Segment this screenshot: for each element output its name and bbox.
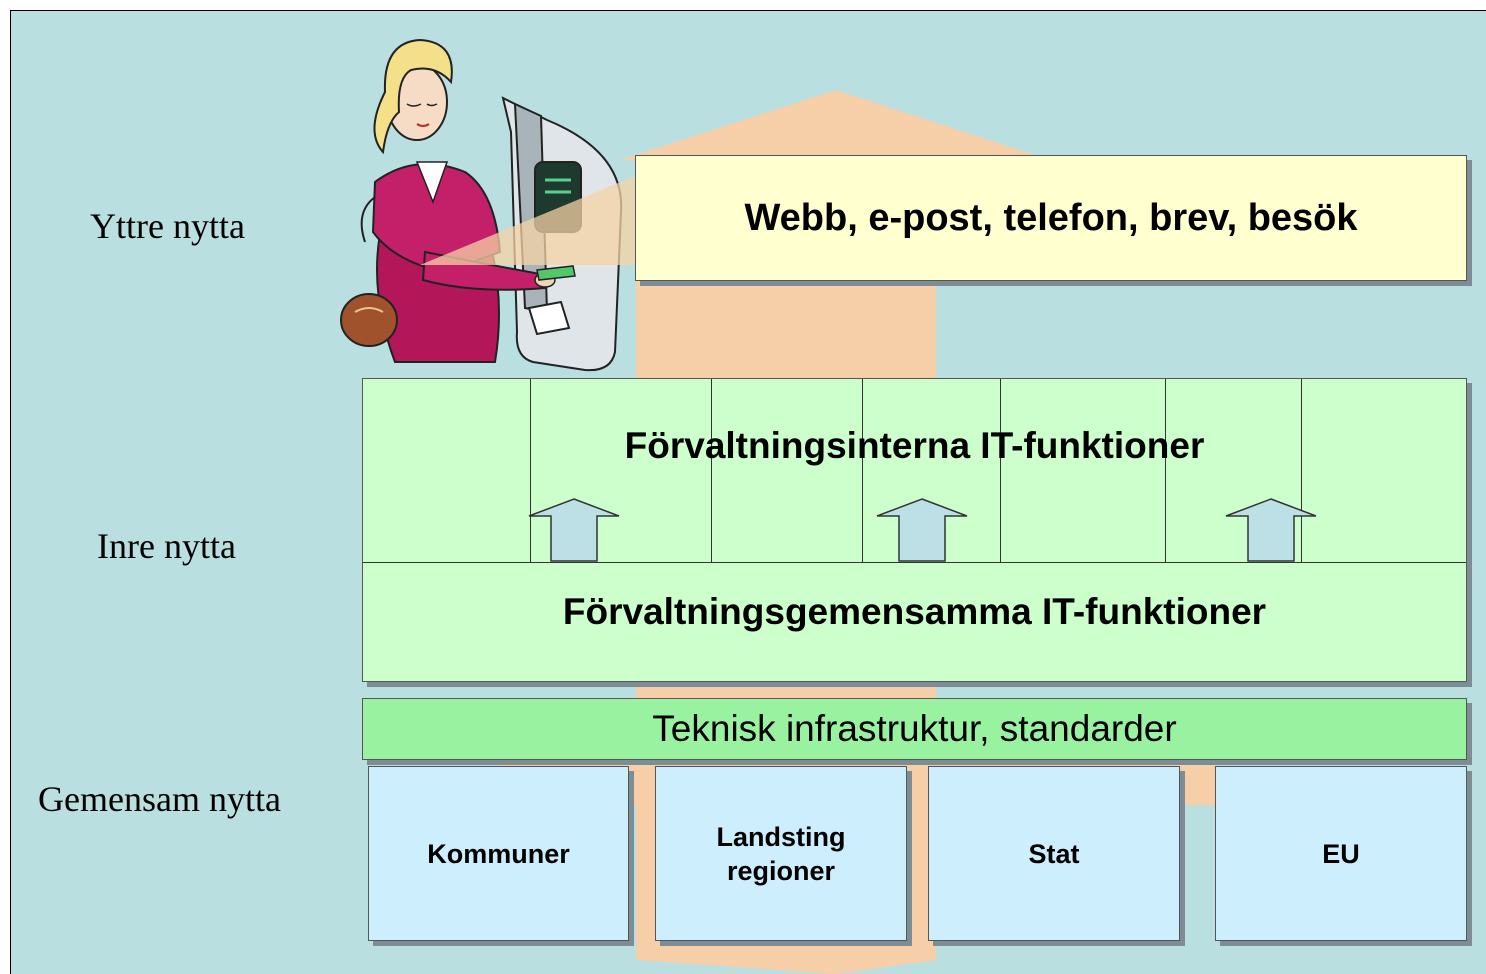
up-arrow-icon [1225,498,1317,562]
label-gemensam-nytta: Gemensam nytta [38,779,281,819]
divider-line [1165,379,1166,562]
up-arrow-icon [876,498,968,562]
divider-line [711,379,712,562]
org-label: Kommuner [427,838,570,869]
divider-line [1301,379,1302,562]
org-box-landsting: Landsting regioner [655,766,907,941]
up-arrow-icon [528,498,620,562]
org-box-kommuner: Kommuner [368,766,629,941]
divider-line [862,379,863,562]
section-separator [363,562,1466,563]
divider-line [530,379,531,562]
infrastructure-text: Teknisk infrastruktur, standarder [652,708,1177,749]
label-yttre-nytta: Yttre nytta [90,206,245,246]
divider-line [1000,379,1001,562]
infrastructure-bar: Teknisk infrastruktur, standarder [362,698,1467,760]
light-beam [420,170,650,265]
org-box-eu: EU [1215,766,1467,941]
label-inre-nytta: Inre nytta [97,526,236,566]
org-label: Stat [1028,838,1080,869]
org-label: EU [1322,838,1360,869]
org-label: regioner [726,855,836,886]
common-it-label: Förvaltningsgemensamma IT-funktioner [562,591,1267,632]
org-box-stat: Stat [928,766,1180,941]
channels-box: Webb, e-post, telefon, brev, besök [635,155,1467,281]
org-label: Landsting [716,821,846,852]
internal-it-label: Förvaltningsinterna IT-funktioner [624,425,1205,466]
channels-text: Webb, e-post, telefon, brev, besök [744,196,1358,239]
